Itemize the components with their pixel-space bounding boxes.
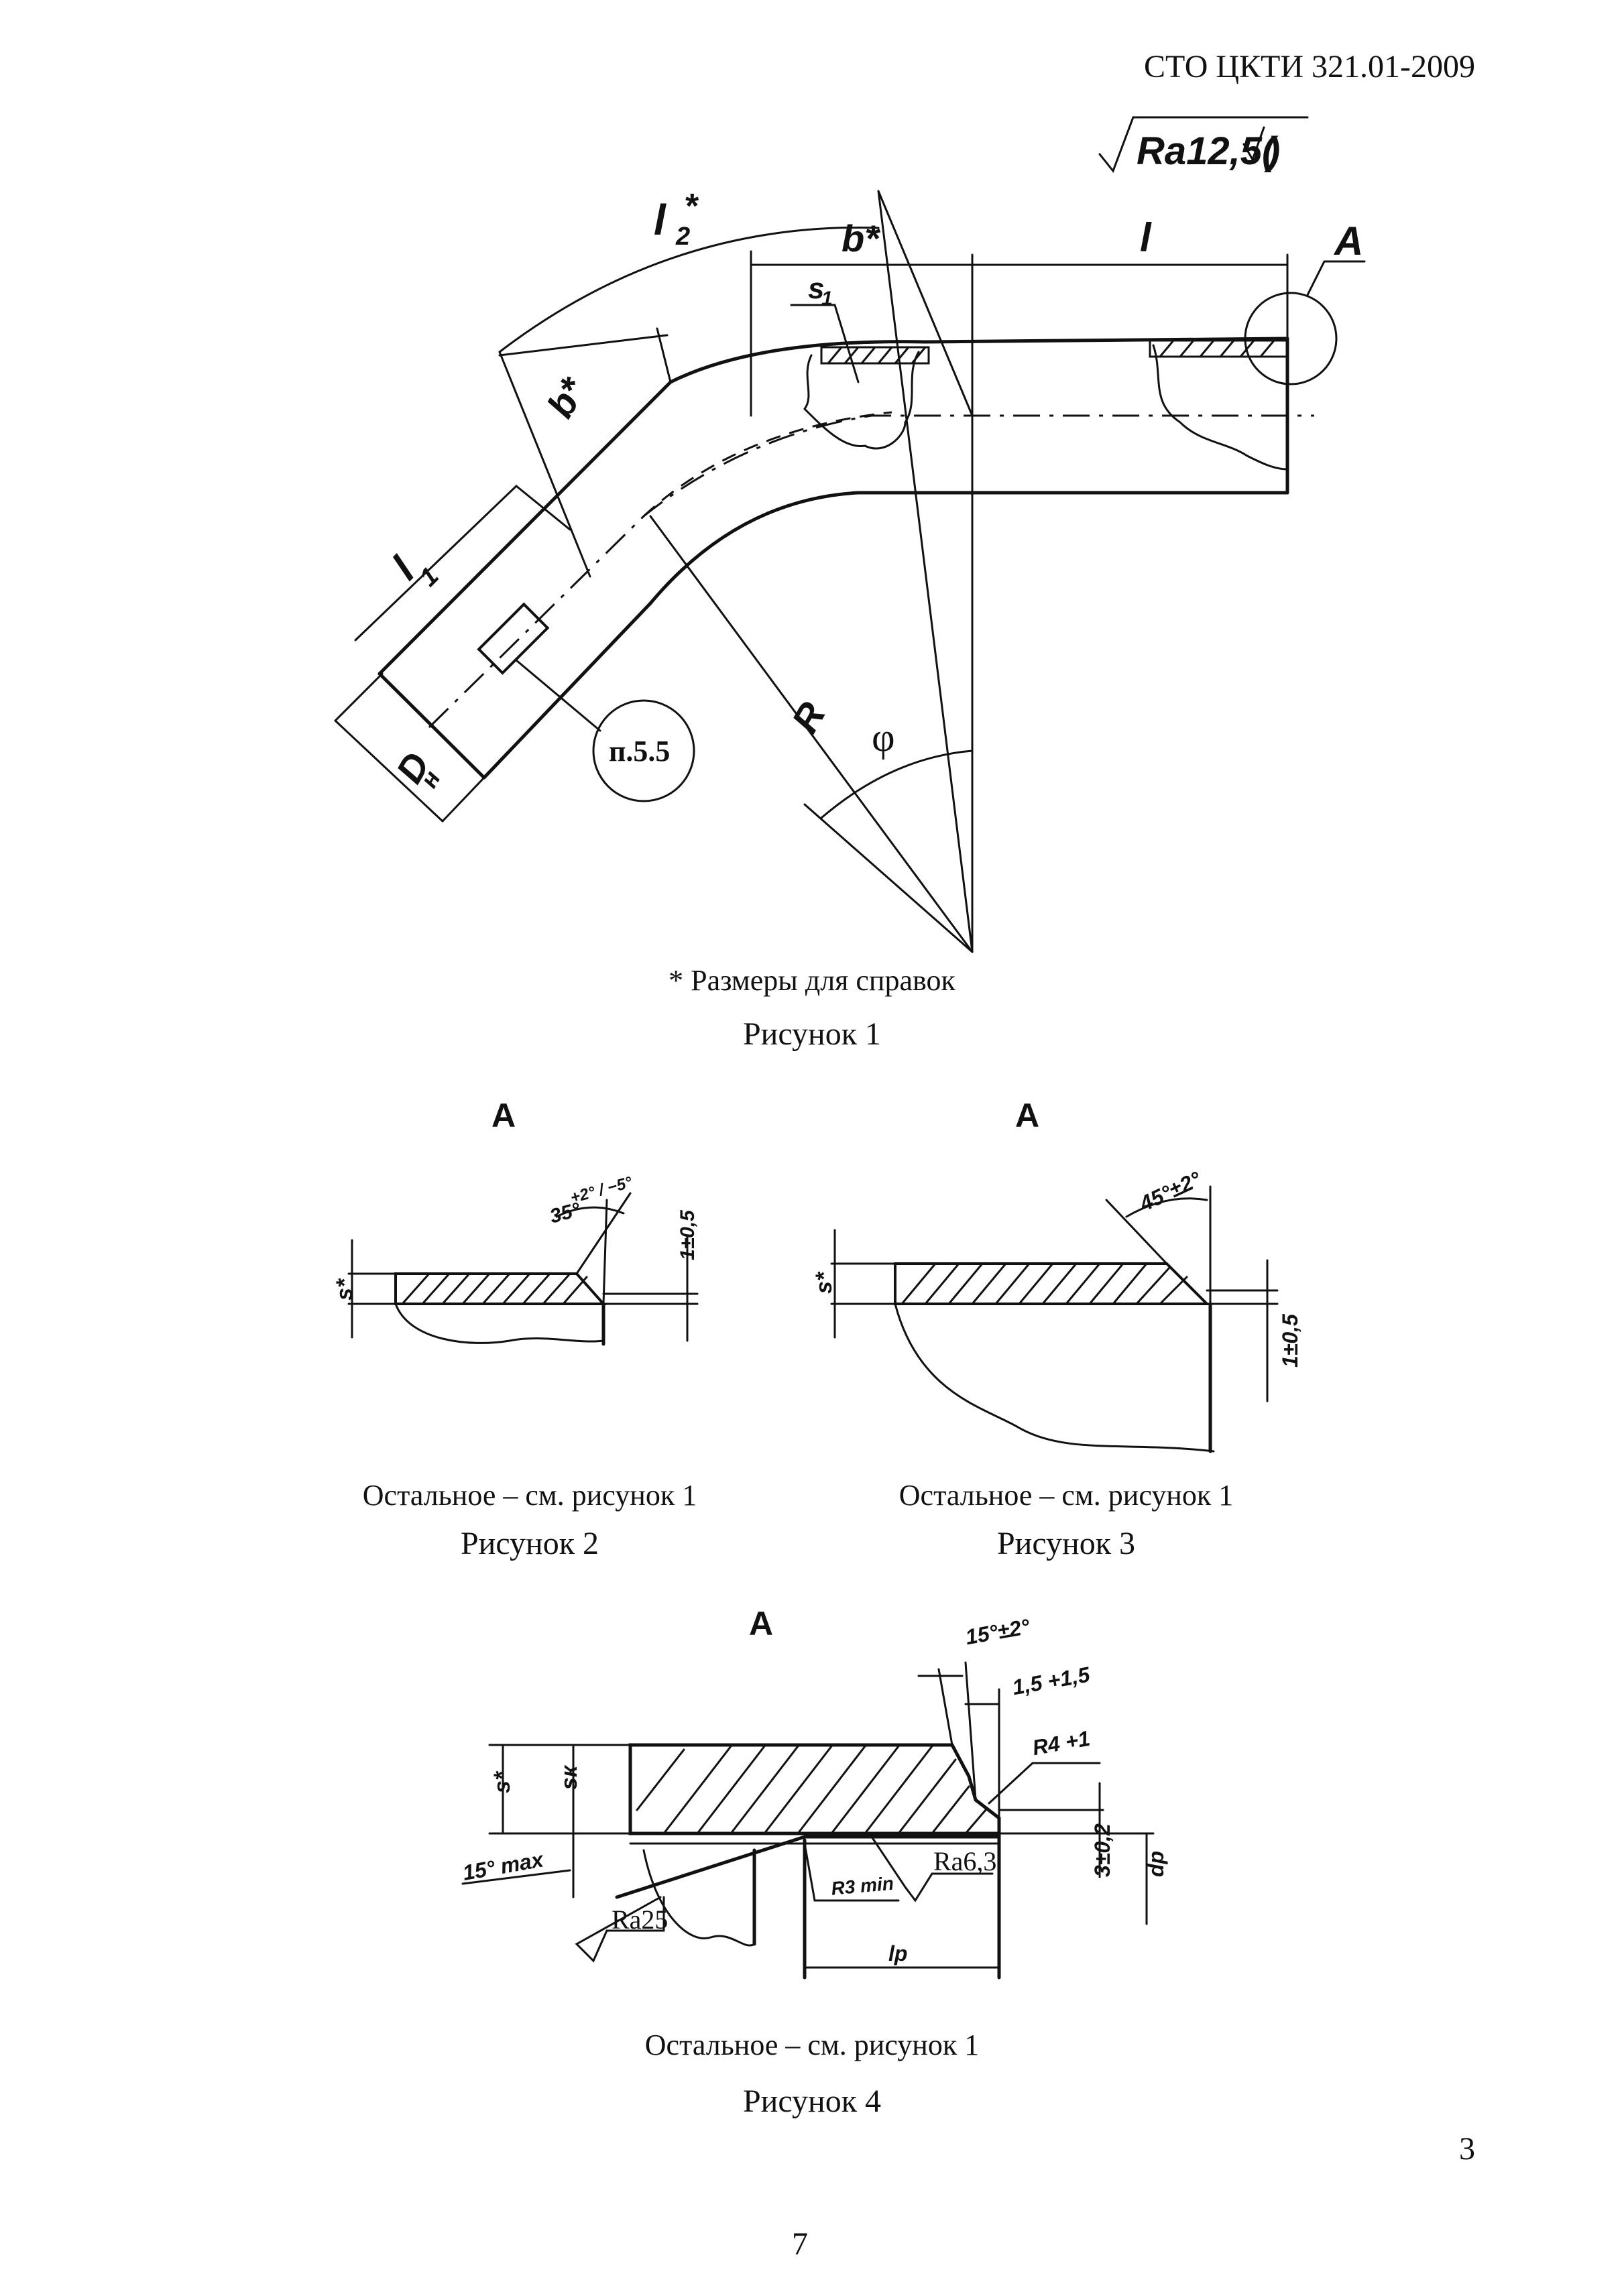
- figure-3-s-label: s*: [811, 1271, 837, 1294]
- view-a-marker: A: [1333, 219, 1363, 263]
- label-b-top: b*: [842, 217, 880, 259]
- figure-4-gap: 1,5 +1,5: [1010, 1662, 1092, 1699]
- figure-4-tolerance: 3±0,2: [1090, 1823, 1114, 1877]
- figure-1-caption: Рисунок 1: [742, 1016, 882, 1052]
- figure-4-chamfer-angle: 15°±2°: [964, 1614, 1032, 1649]
- label-l2: l: [654, 196, 666, 244]
- figure-2-s-label: s*: [332, 1278, 357, 1301]
- figure-4-caption: Рисунок 4: [742, 2083, 882, 2119]
- figure-1-dimensions: [334, 190, 1366, 953]
- figure-4-dp: dр: [1144, 1851, 1168, 1877]
- figure-4-lp: lр: [888, 1941, 907, 1966]
- svg-text:1: 1: [821, 288, 833, 310]
- figure-4-radius: R4 +1: [1031, 1726, 1092, 1760]
- figure-3-caption: Рисунок 3: [996, 1526, 1136, 1561]
- figure-2-rest-note: Остальное – см. рисунок 1: [362, 1479, 697, 1512]
- svg-text:*: *: [684, 187, 699, 226]
- clause-reference: п.5.5: [609, 735, 670, 768]
- label-phi: φ: [872, 715, 895, 760]
- figure-3-tolerance: 1±0,5: [1278, 1313, 1302, 1368]
- figure-3-rest-note: Остальное – см. рисунок 1: [898, 1479, 1234, 1512]
- svg-text:2: 2: [675, 223, 690, 251]
- label-l: l: [1140, 215, 1152, 260]
- bent-pipe-outline: [378, 337, 1314, 780]
- figure-4-ra63: Ra6,3: [933, 1846, 996, 1876]
- figure-3-view-letter: A: [1015, 1097, 1040, 1134]
- figure-2-caption: Рисунок 2: [460, 1526, 599, 1561]
- figure-4-sk-label: sк: [557, 1764, 582, 1790]
- figure-4-rest-note: Остальное – см. рисунок 1: [644, 2029, 980, 2061]
- figure-2-tolerance: 1±0,5: [677, 1209, 699, 1260]
- document-code: СТО ЦКТИ 321.01-2009: [1143, 49, 1475, 84]
- page-number: 3: [1459, 2131, 1475, 2167]
- figure-4-r3-min: R3 min: [830, 1873, 894, 1899]
- roughness-symbol: Ra12,5( ): [1098, 116, 1309, 173]
- figure-4-s-label: s*: [489, 1770, 515, 1793]
- sheet-number: 7: [792, 2226, 808, 2262]
- figure-4-view-letter: A: [749, 1605, 774, 1642]
- figure-2-view-letter: A: [491, 1097, 516, 1134]
- reference-note: * Размеры для справок: [669, 964, 955, 997]
- figure-4-ra25: Ra25: [612, 1905, 668, 1935]
- label-s1: s: [808, 272, 824, 305]
- figure-4-section: s* sк 15° max 15°±2° 1,5 +1,5 R4 +1 R3 m…: [461, 1614, 1168, 1980]
